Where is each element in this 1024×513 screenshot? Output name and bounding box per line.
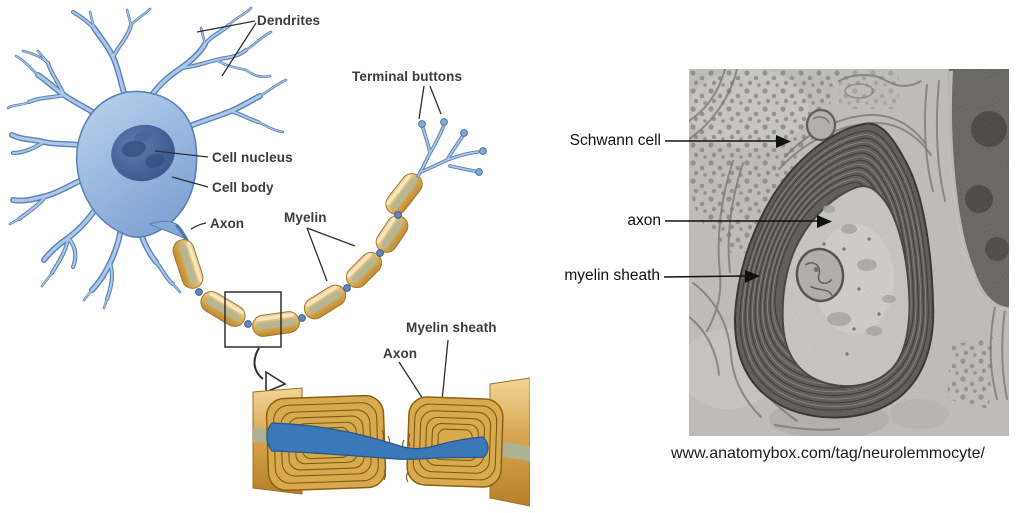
cell-nucleus-shape xyxy=(111,124,175,182)
image-caption: www.anatomybox.com/tag/neurolemmocyte/ xyxy=(671,445,985,462)
leader-lines xyxy=(154,20,457,451)
label-myelin-sheath: Myelin sheath xyxy=(406,320,497,335)
em-micrograph xyxy=(689,69,1009,436)
neuron-illustration xyxy=(6,6,530,507)
label-axon-closeup: Axon xyxy=(383,346,418,361)
zoom-arrow xyxy=(253,347,287,394)
zoom-rectangle xyxy=(224,291,282,348)
myelin-chain xyxy=(172,173,423,337)
label-axon: Axon xyxy=(210,216,245,231)
label-cell-body: Cell body xyxy=(212,180,274,195)
closeup-axon-shape xyxy=(266,422,489,461)
terminal-buttons-shape xyxy=(416,118,487,178)
node-of-ranvier-closeup xyxy=(252,377,530,507)
label-cell-nucleus: Cell nucleus xyxy=(212,150,293,165)
label-myelin-sheath-em: myelin sheath xyxy=(564,267,660,284)
label-myelin: Myelin xyxy=(284,210,327,225)
label-terminal-buttons: Terminal buttons xyxy=(352,69,463,84)
dendrites xyxy=(6,6,288,310)
em-grain-overlay xyxy=(689,69,1009,436)
label-dendrites: Dendrites xyxy=(257,13,321,28)
label-schwann-cell: Schwann cell xyxy=(569,132,661,149)
label-axon-em: axon xyxy=(627,212,661,229)
node-dots xyxy=(195,211,402,328)
